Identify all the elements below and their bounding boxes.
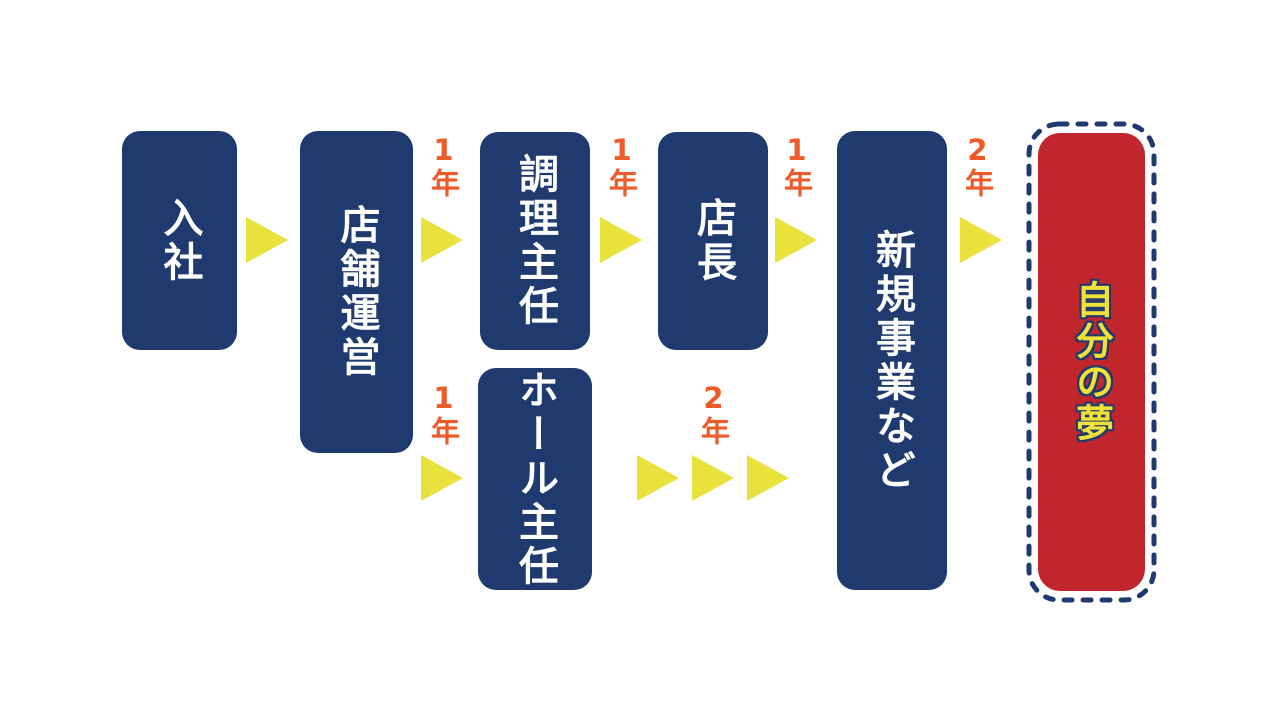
node-hall-chief: ホール主任 bbox=[478, 368, 592, 590]
dashed-border bbox=[1026, 121, 1157, 603]
node-store-manager: 店長 bbox=[658, 132, 768, 350]
node-join-company-label: 入社 bbox=[156, 196, 203, 285]
duration-label: 1年 bbox=[426, 133, 461, 198]
node-join-company: 入社 bbox=[122, 131, 237, 350]
arrow-right-icon bbox=[637, 455, 679, 501]
arrow-right-icon bbox=[421, 217, 463, 263]
node-store-manager-label: 店長 bbox=[690, 197, 736, 285]
node-store-operations-label: 店舗運営 bbox=[333, 204, 380, 380]
duration-label: 1年 bbox=[426, 381, 461, 446]
duration-label: 1年 bbox=[779, 133, 814, 198]
arrow-right-icon bbox=[747, 455, 789, 501]
duration-label: 1年 bbox=[604, 133, 639, 198]
duration-label: 2年 bbox=[960, 133, 995, 198]
arrow-right-icon bbox=[600, 217, 642, 263]
duration-label: 2年 bbox=[696, 381, 731, 446]
arrow-right-icon bbox=[692, 455, 734, 501]
node-kitchen-chief: 調理主任 bbox=[480, 132, 590, 350]
own-dream-fill: 自分の夢 bbox=[1038, 133, 1145, 591]
node-new-business: 新規事業など bbox=[837, 131, 947, 590]
arrow-right-icon bbox=[775, 217, 817, 263]
node-kitchen-chief-label: 調理主任 bbox=[512, 153, 558, 329]
node-store-operations: 店舗運営 bbox=[300, 131, 413, 453]
arrow-right-icon bbox=[421, 455, 463, 501]
node-hall-chief-label: ホール主任 bbox=[512, 369, 558, 589]
node-own-dream-label: 自分の夢 bbox=[1069, 280, 1114, 444]
node-own-dream: 自分の夢 bbox=[1026, 121, 1157, 603]
arrow-right-icon bbox=[960, 217, 1002, 263]
node-new-business-label: 新規事業など bbox=[869, 228, 915, 493]
arrow-right-icon bbox=[246, 217, 288, 263]
